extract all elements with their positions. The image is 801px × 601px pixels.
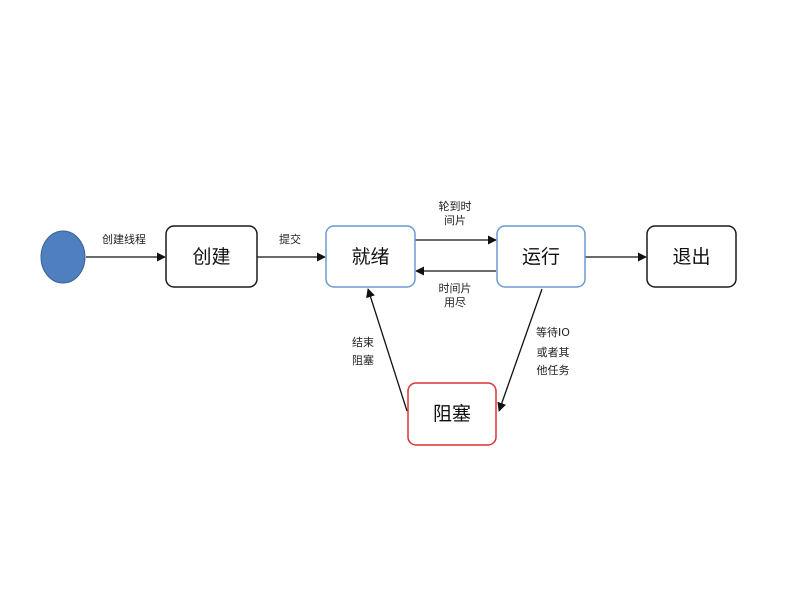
start-node (40, 230, 86, 284)
state-exit: 退出 (646, 225, 737, 288)
state-blocked-label: 阻塞 (433, 403, 471, 425)
state-running: 运行 (496, 225, 586, 288)
edge-running-blocked (497, 288, 543, 412)
label-time-slice-used-2: 用尽 (444, 296, 466, 309)
state-blocked: 阻塞 (407, 382, 497, 446)
label-end-block-1: 结束 (352, 336, 374, 349)
state-exit-label: 退出 (672, 246, 710, 268)
state-ready: 就绪 (325, 225, 416, 288)
label-time-slice-used-1: 时间片 (439, 282, 472, 295)
label-wait-io-1: 等待IO (536, 325, 570, 339)
label-wait-io-3: 他任务 (537, 364, 570, 377)
edge-blocked-ready (366, 288, 408, 412)
state-create: 创建 (165, 225, 258, 288)
label-end-block-2: 阻塞 (352, 353, 374, 367)
label-get-time-slice-2: 间片 (444, 214, 466, 227)
label-get-time-slice-1: 轮到时 (439, 199, 472, 213)
state-ready-label: 就绪 (351, 246, 389, 268)
label-submit: 提交 (279, 232, 301, 246)
state-create-label: 创建 (192, 246, 230, 268)
label-create-thread: 创建线程 (102, 232, 146, 246)
label-wait-io-2: 或者其 (537, 346, 570, 359)
state-running-label: 运行 (522, 246, 560, 268)
